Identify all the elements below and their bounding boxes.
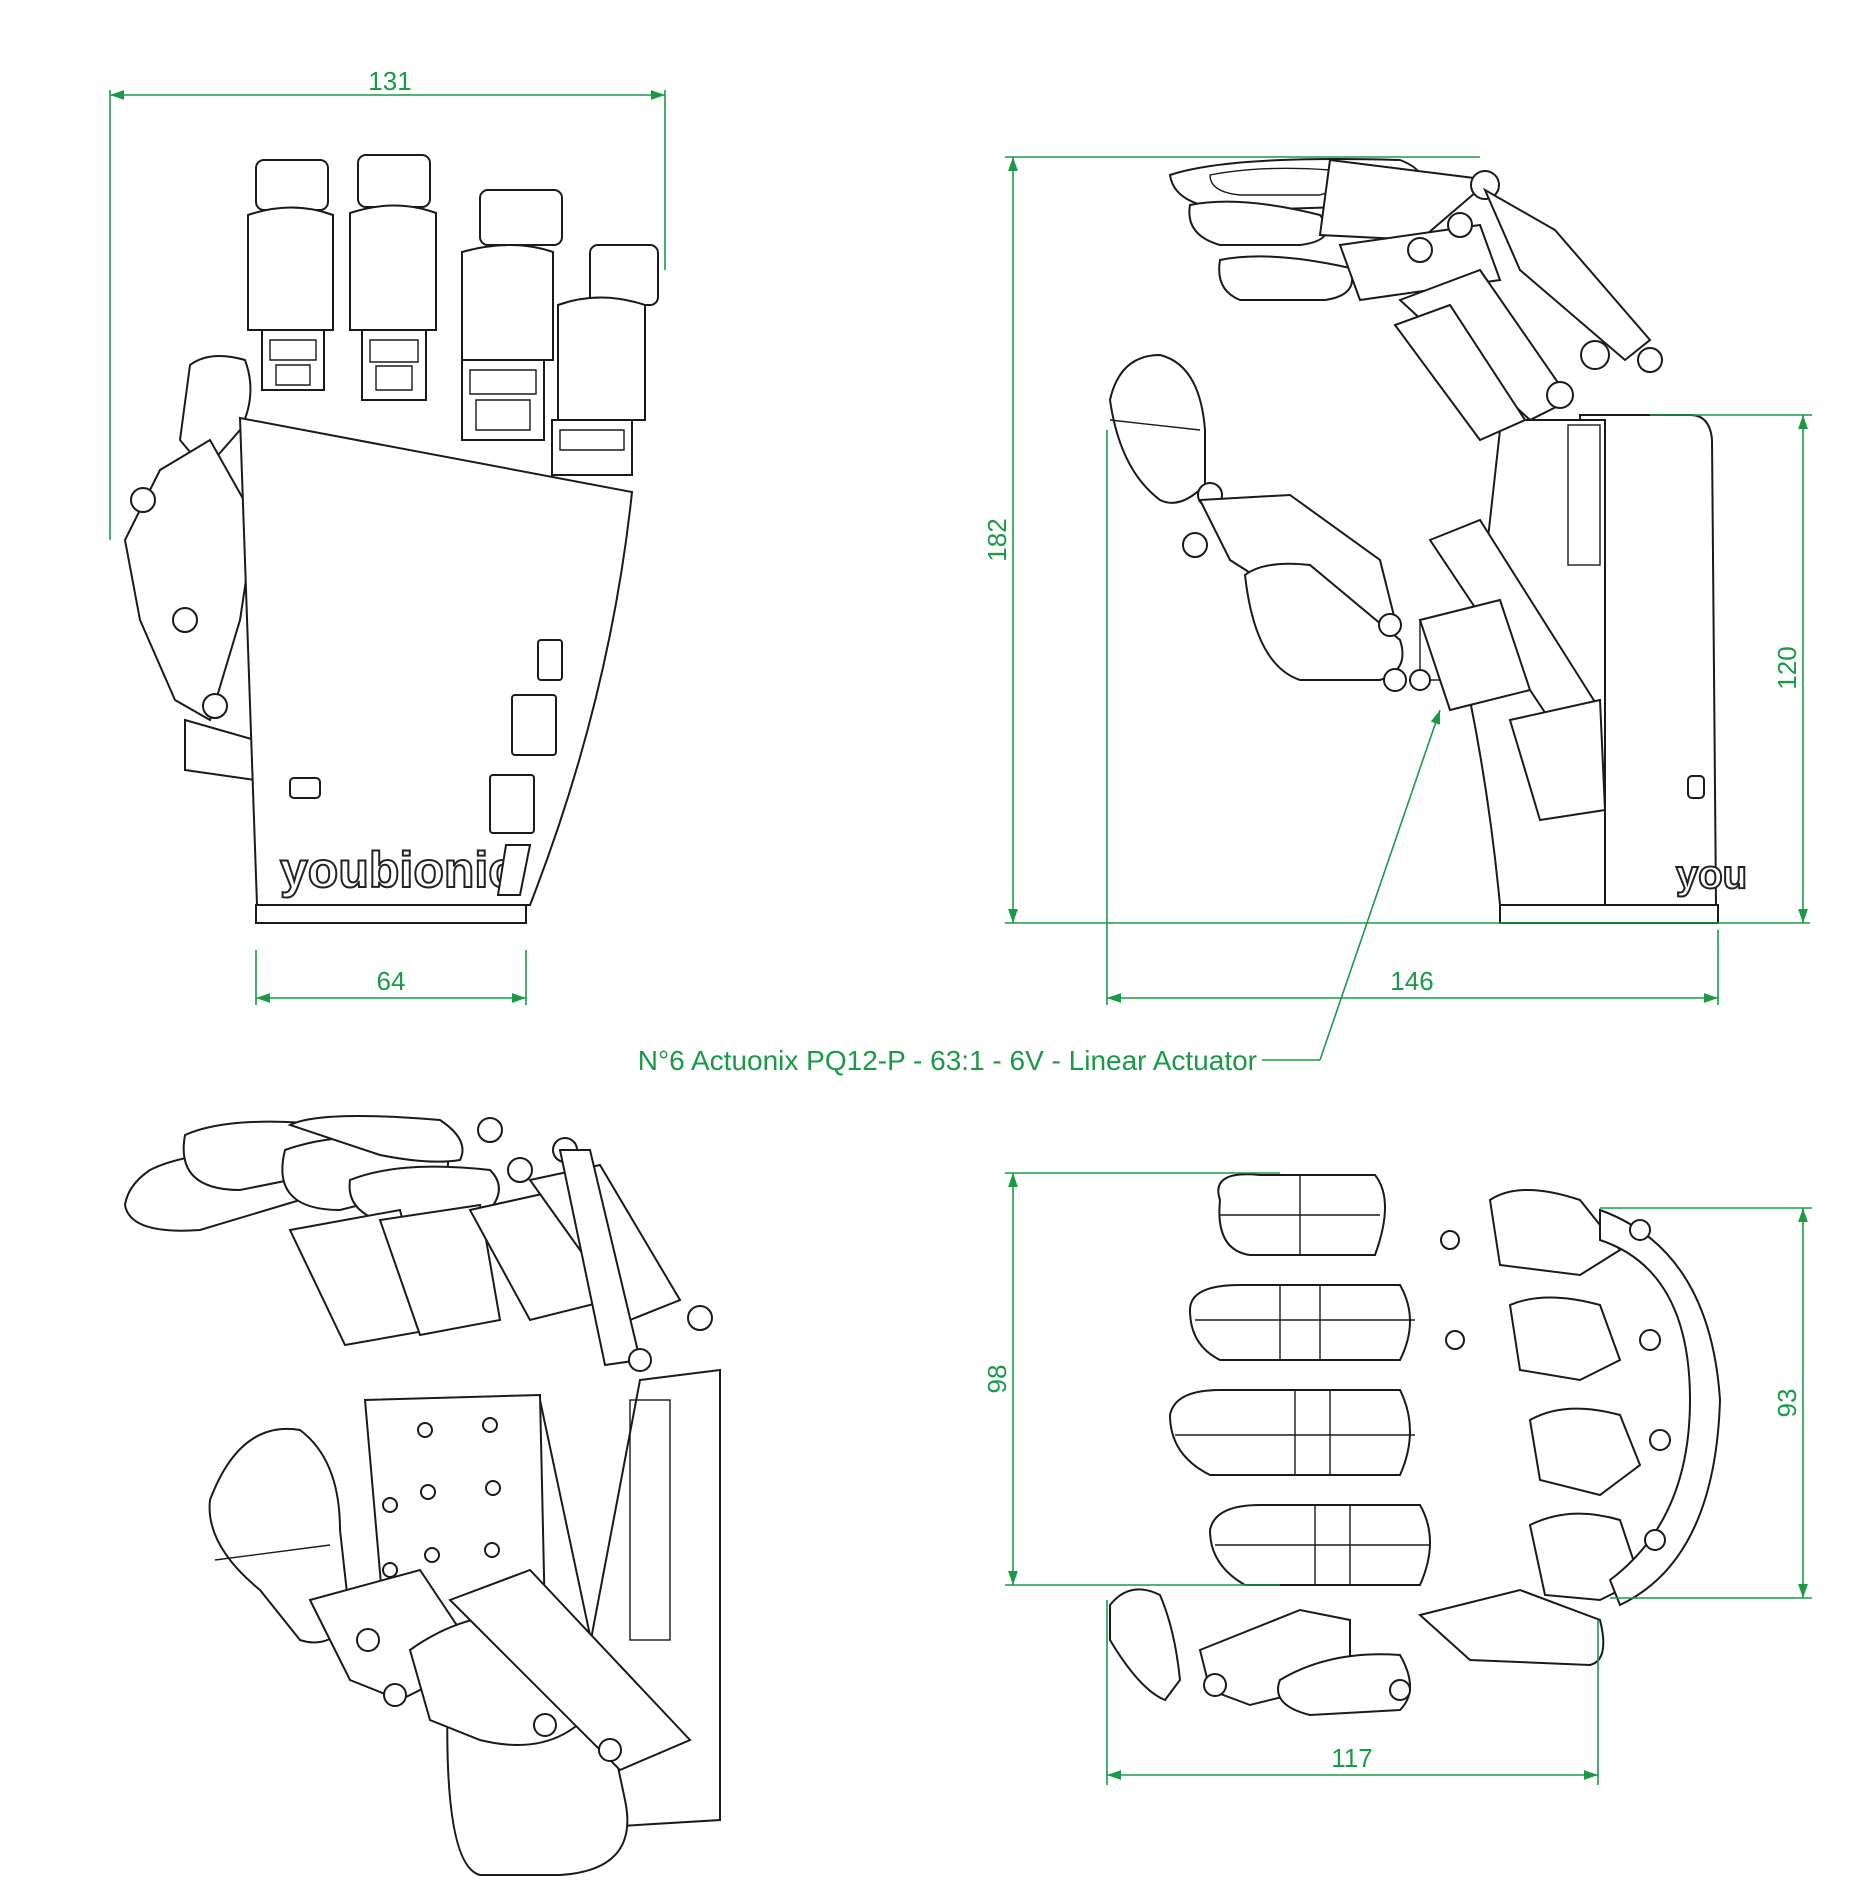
side-dim-146: 146 (1106, 430, 1719, 1005)
front-view-fingers (247, 154, 659, 476)
dim-label-64: 64 (377, 966, 406, 996)
front-dim-131: 131 (109, 66, 666, 540)
dim-label-182: 182 (982, 518, 1012, 561)
side-view: you (1108, 158, 1748, 924)
side-view-fingers (1168, 158, 1663, 422)
front-view-thumb (123, 355, 257, 782)
perspective-screws (382, 1417, 501, 1578)
dim-label-120: 120 (1772, 646, 1802, 689)
top-view-knuckles (1440, 1189, 1722, 1607)
top-dim-117: 117 (1106, 1600, 1599, 1785)
top-dim-98: 98 (982, 1172, 1280, 1586)
front-finger-3 (461, 189, 563, 441)
perspective-fingers (123, 1115, 713, 1372)
front-finger-2 (349, 154, 437, 401)
dim-label-146: 146 (1390, 966, 1433, 996)
front-view: youbionic (123, 154, 659, 924)
front-palm-slots (289, 639, 563, 834)
front-palm-base (255, 904, 527, 924)
dim-label-131: 131 (368, 66, 411, 96)
perspective-view (123, 1115, 721, 1876)
dim-label-93: 93 (1772, 1389, 1802, 1418)
side-dim-182: 182 (982, 156, 1810, 924)
front-finger-4 (551, 244, 659, 476)
dim-label-117: 117 (1331, 1743, 1372, 1773)
top-view (1109, 1173, 1722, 1717)
side-actuators (1393, 303, 1607, 822)
front-logo: youbionic (280, 842, 516, 898)
perspective-thumb (208, 1427, 692, 1772)
actuator-callout: N°6 Actuonix PQ12-P - 63:1 - 6V - Linear… (638, 709, 1441, 1076)
top-view-fingers (1168, 1173, 1431, 1586)
actuator-note: N°6 Actuonix PQ12-P - 63:1 - 6V - Linear… (638, 1045, 1257, 1076)
side-palm-base (1499, 904, 1719, 924)
side-logo: you (1676, 853, 1747, 897)
top-dim-93: 93 (1600, 1207, 1812, 1599)
top-view-thumb (1109, 1588, 1605, 1717)
side-view-thumb (1108, 353, 1431, 692)
side-dim-120: 120 (1650, 414, 1812, 923)
front-finger-1 (247, 159, 334, 391)
front-dim-64: 64 (255, 950, 527, 1005)
dim-label-98: 98 (982, 1365, 1012, 1394)
front-palm-body (238, 416, 634, 906)
